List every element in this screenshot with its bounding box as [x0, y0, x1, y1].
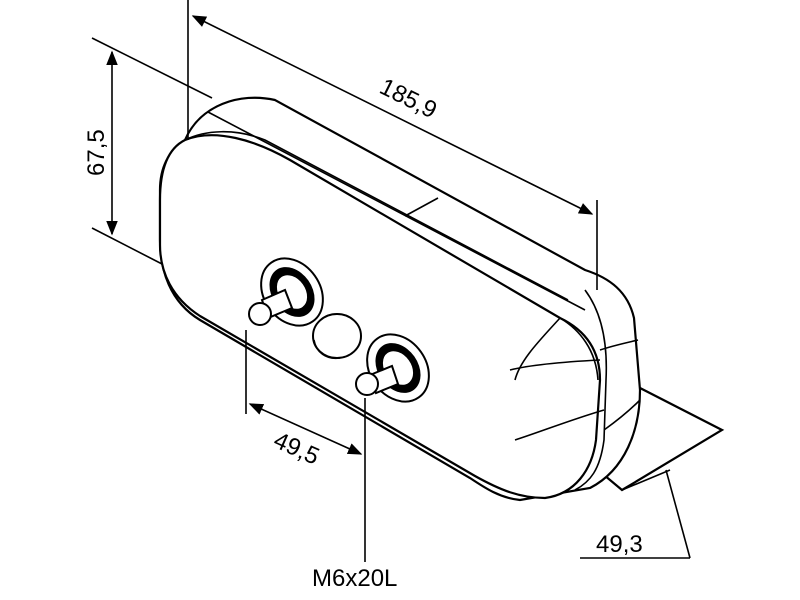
height-label: 67,5 — [83, 129, 110, 176]
connector-stud-left — [248, 257, 324, 327]
stud-spec-callout: M6x20L — [312, 565, 397, 592]
bracket-depth-label: 49,3 — [596, 531, 643, 558]
center-boss — [312, 313, 362, 360]
stud-spec-label: M6x20L — [312, 565, 397, 592]
bracket-depth-dimension: 49,3 — [580, 469, 691, 559]
height-dimension: 67,5 — [83, 37, 213, 265]
lamp-housing — [158, 96, 642, 502]
connector-stud-right — [355, 333, 430, 403]
length-label: 185,9 — [375, 73, 441, 124]
